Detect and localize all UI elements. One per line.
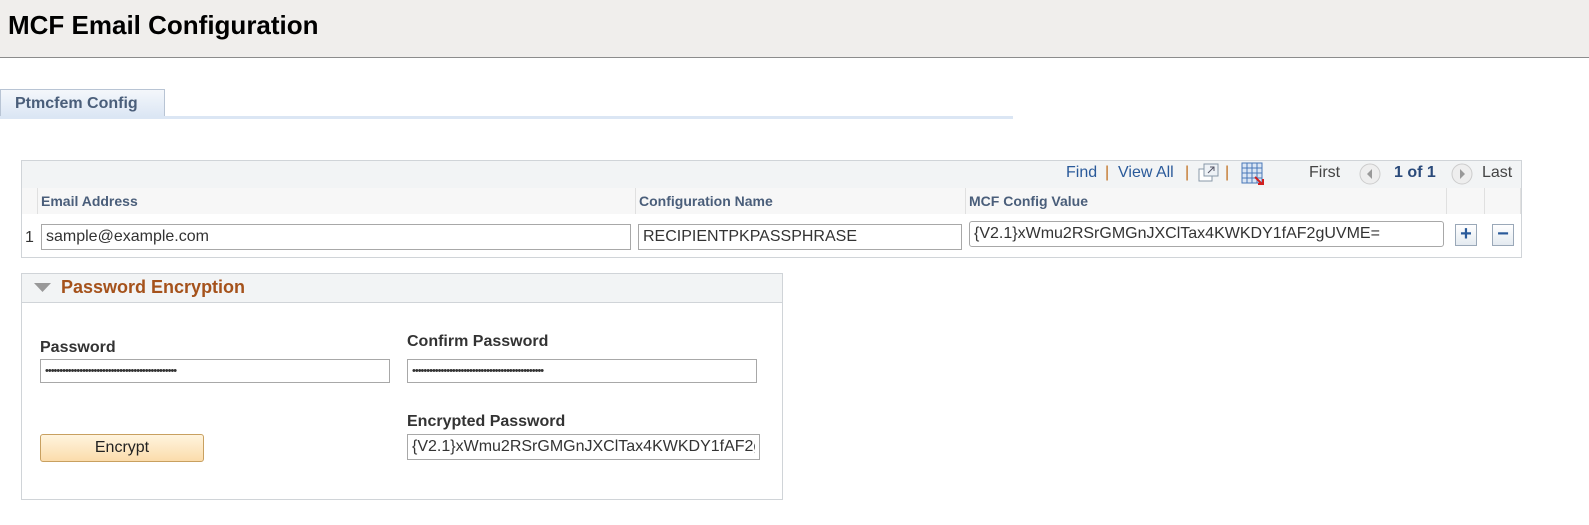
encrypted-password-input[interactable] — [407, 434, 760, 460]
page-count: 1 of 1 — [1394, 164, 1436, 181]
delete-row-button[interactable]: − — [1492, 224, 1514, 246]
encrypt-button[interactable]: Encrypt — [40, 434, 204, 462]
email-input[interactable] — [41, 224, 631, 250]
find-link[interactable]: Find — [1066, 164, 1098, 181]
row-number: 1 — [25, 229, 34, 246]
config-name-input[interactable] — [638, 224, 962, 250]
page-header — [0, 0, 1589, 58]
confirm-password-input[interactable] — [407, 359, 757, 383]
download-spreadsheet-icon[interactable] — [1241, 162, 1265, 186]
view-all-link[interactable]: View All — [1118, 164, 1174, 181]
config-value-textarea[interactable] — [969, 221, 1444, 247]
separator: | — [1105, 164, 1110, 181]
tab-ptmcfem-config[interactable]: Ptmcfem Config — [0, 89, 165, 117]
next-icon[interactable] — [1451, 163, 1473, 185]
password-encryption-section — [21, 273, 783, 500]
row-number-header — [22, 188, 38, 214]
password-label: Password — [40, 339, 116, 356]
zoom-grid-icon[interactable] — [1198, 163, 1220, 183]
collapse-triangle-icon[interactable] — [34, 282, 52, 294]
encrypted-password-label: Encrypted Password — [407, 413, 566, 430]
add-column-header — [1447, 188, 1485, 214]
column-header-email: Email Address — [38, 188, 636, 214]
confirm-password-label: Confirm Password — [407, 333, 549, 350]
section-title: Password Encryption — [61, 277, 246, 297]
column-header-value: MCF Config Value — [966, 188, 1447, 214]
previous-icon[interactable] — [1359, 163, 1381, 185]
last-label: Last — [1482, 164, 1513, 181]
tab-underline — [0, 116, 1013, 119]
first-label: First — [1309, 164, 1341, 181]
remove-column-header — [1485, 188, 1521, 214]
page-title: MCF Email Configuration — [8, 10, 319, 40]
section-header[interactable] — [21, 273, 783, 303]
column-header-config-name: Configuration Name — [636, 188, 966, 214]
separator: | — [1185, 164, 1190, 181]
separator: | — [1225, 164, 1230, 181]
add-row-button[interactable]: + — [1455, 224, 1477, 246]
password-input[interactable] — [40, 359, 390, 383]
